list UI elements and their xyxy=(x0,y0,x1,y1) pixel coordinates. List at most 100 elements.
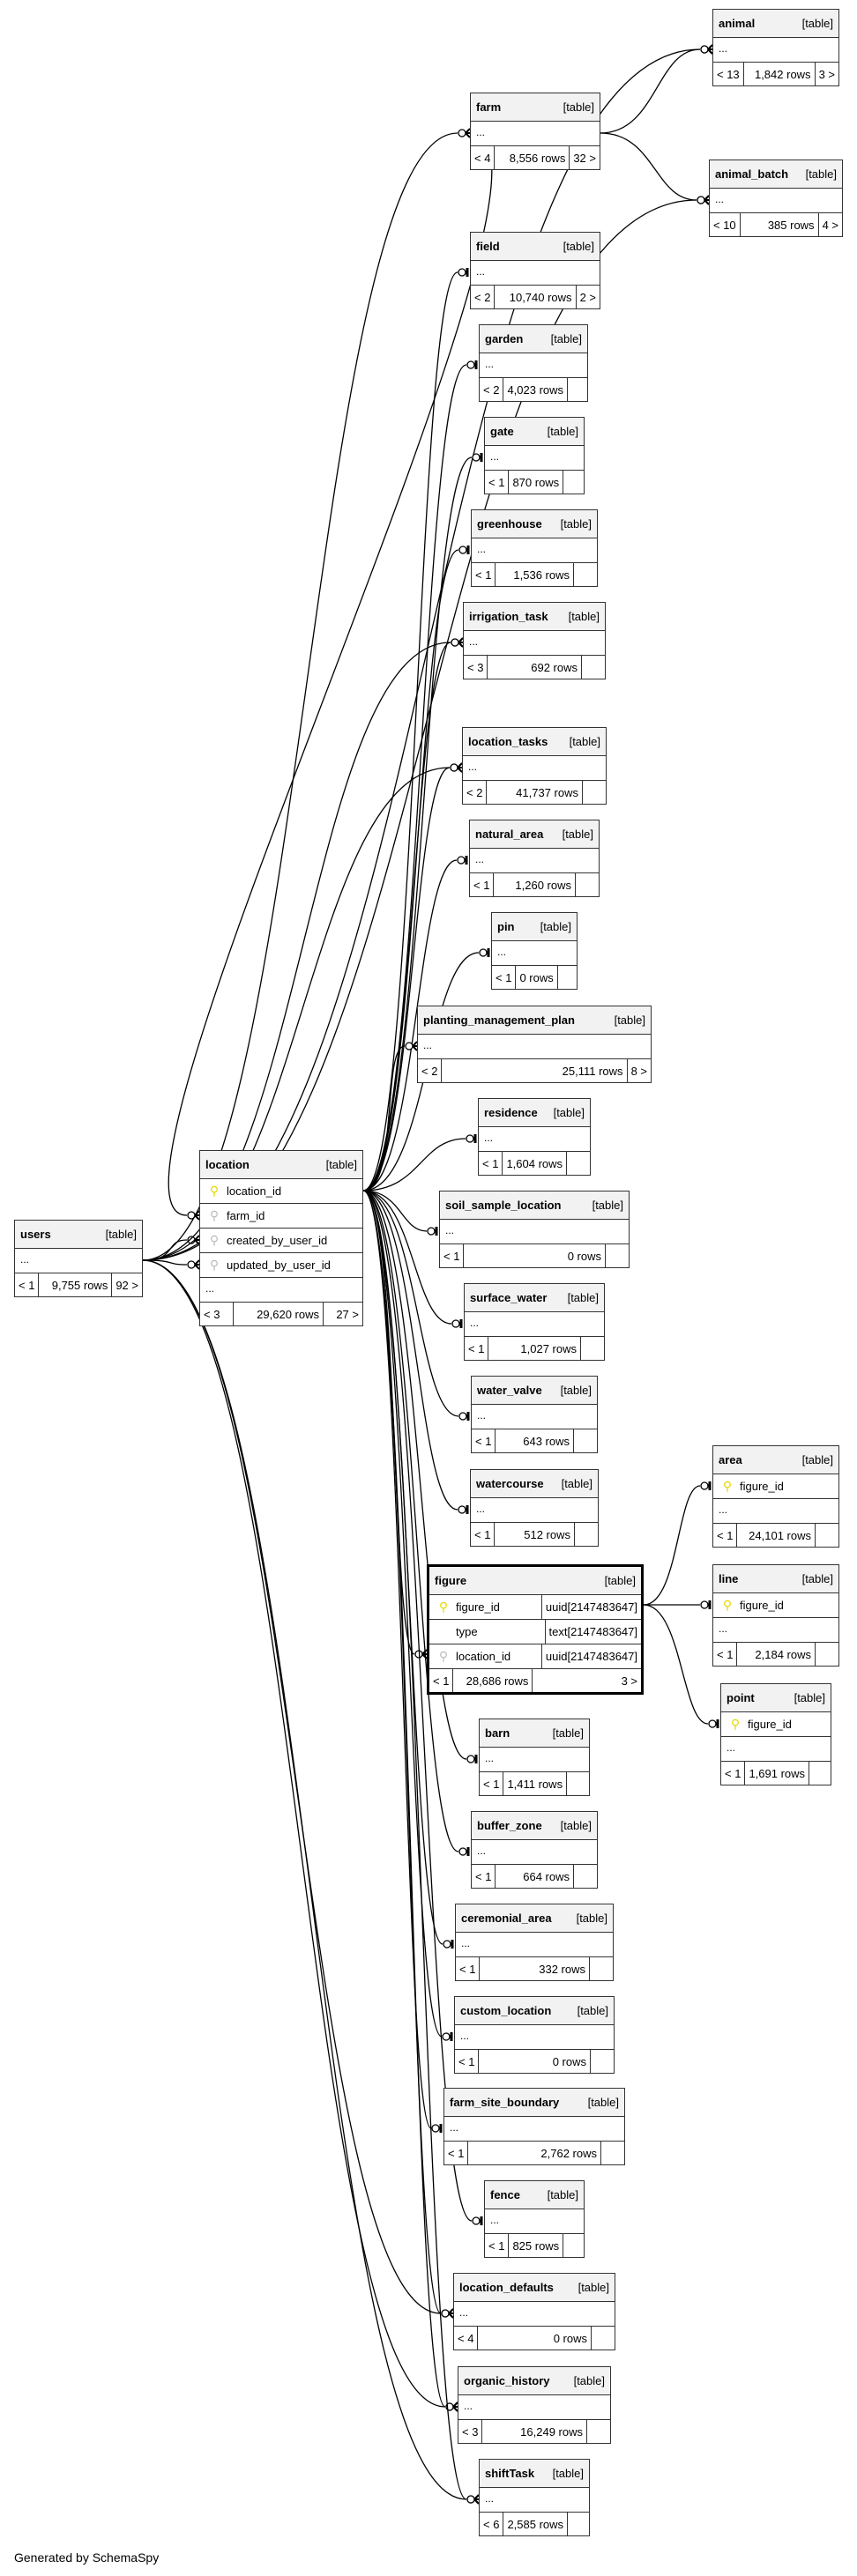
parents-link[interactable]: < 1 xyxy=(492,966,517,989)
table-location[interactable]: location[table] ⚲location_id ⚲farm_id ⚲c… xyxy=(199,1150,363,1326)
parents-link[interactable]: < 4 xyxy=(471,146,496,169)
children-link[interactable] xyxy=(591,2050,614,2073)
children-link[interactable] xyxy=(601,2142,624,2164)
children-link[interactable] xyxy=(574,1429,597,1452)
children-link[interactable] xyxy=(576,873,599,896)
parents-link[interactable]: < 1 xyxy=(455,2050,480,2073)
children-link[interactable] xyxy=(574,1865,597,1888)
parents-link[interactable]: < 2 xyxy=(418,1059,443,1082)
children-link[interactable]: 3 > xyxy=(818,67,835,81)
children-link[interactable] xyxy=(581,1337,604,1360)
parents-link[interactable]: < 1 xyxy=(485,2234,510,2257)
children-link[interactable] xyxy=(582,656,605,679)
parents-link[interactable]: < 1 xyxy=(713,1524,738,1547)
children-link[interactable] xyxy=(558,966,581,989)
children-link[interactable] xyxy=(563,2234,586,2257)
parents-link[interactable]: < 1 xyxy=(480,1772,504,1795)
parents-link[interactable]: < 1 xyxy=(471,1523,496,1546)
children-link[interactable] xyxy=(816,1524,838,1547)
children-link[interactable] xyxy=(816,1643,838,1666)
parents-link[interactable]: < 1 xyxy=(456,1957,481,1980)
parents-link[interactable]: < 1 xyxy=(444,2142,469,2164)
parents-link[interactable]: < 2 xyxy=(463,781,488,804)
parents-link[interactable]: < 1 xyxy=(470,873,495,896)
parents-link[interactable]: < 1 xyxy=(713,1643,738,1666)
parents-link[interactable]: < 1 xyxy=(472,1429,496,1452)
parents-link[interactable]: < 1 xyxy=(472,1865,496,1888)
parents-link[interactable]: < 1 xyxy=(440,1244,465,1267)
children-link[interactable] xyxy=(568,2513,591,2535)
children-link[interactable] xyxy=(568,378,591,401)
parents-link[interactable]: < 1 xyxy=(472,563,496,586)
children-link[interactable] xyxy=(590,1957,613,1980)
parents-link[interactable]: < 1 xyxy=(485,471,510,494)
parents-link[interactable]: < 1 xyxy=(15,1273,40,1296)
column-row[interactable]: ⚲created_by_user_id xyxy=(200,1229,362,1253)
parents-link[interactable]: < 1 xyxy=(479,1152,503,1175)
parents-link[interactable]: < 13 xyxy=(713,63,744,85)
parents-link[interactable]: < 3 xyxy=(200,1303,234,1325)
children-link[interactable] xyxy=(567,1152,590,1175)
children-link[interactable]: 8 > xyxy=(630,1064,647,1078)
children-link[interactable] xyxy=(583,781,606,804)
parents-link[interactable]: < 2 xyxy=(471,286,496,308)
parents-link[interactable]: < 1 xyxy=(465,1337,489,1360)
column-row[interactable]: ⚲figure_id xyxy=(721,1712,831,1737)
column-row[interactable]: ⚲figure_id xyxy=(713,1474,838,1499)
children-link[interactable] xyxy=(587,2420,610,2443)
parents-link[interactable]: < 4 xyxy=(454,2327,479,2350)
children-link[interactable]: 32 > xyxy=(573,151,596,165)
children-link[interactable] xyxy=(809,1762,832,1785)
children-link[interactable] xyxy=(574,563,597,586)
children-link[interactable] xyxy=(563,471,586,494)
children-link[interactable]: 92 > xyxy=(116,1278,138,1292)
parents-link[interactable]: < 3 xyxy=(458,2420,483,2443)
children-link[interactable]: 4 > xyxy=(822,218,838,232)
column-row[interactable]: ⚲location_id xyxy=(200,1179,362,1204)
parents-link[interactable]: < 1 xyxy=(429,1669,454,1692)
parents-link[interactable]: < 2 xyxy=(480,378,504,401)
column-row[interactable]: ⚲figure_id xyxy=(713,1593,838,1618)
column-row[interactable]: ⚲farm_id xyxy=(200,1204,362,1229)
parents-link[interactable]: < 3 xyxy=(464,656,488,679)
column-row[interactable]: ⚲updated_by_user_id xyxy=(200,1253,362,1278)
children-link[interactable] xyxy=(567,1772,590,1795)
children-link[interactable]: 27 > xyxy=(336,1307,359,1321)
children-link[interactable] xyxy=(575,1523,598,1546)
parents-link[interactable]: < 6 xyxy=(480,2513,504,2535)
children-link[interactable] xyxy=(592,2327,615,2350)
parents-link[interactable]: < 10 xyxy=(710,213,741,236)
children-link[interactable] xyxy=(606,1244,629,1267)
